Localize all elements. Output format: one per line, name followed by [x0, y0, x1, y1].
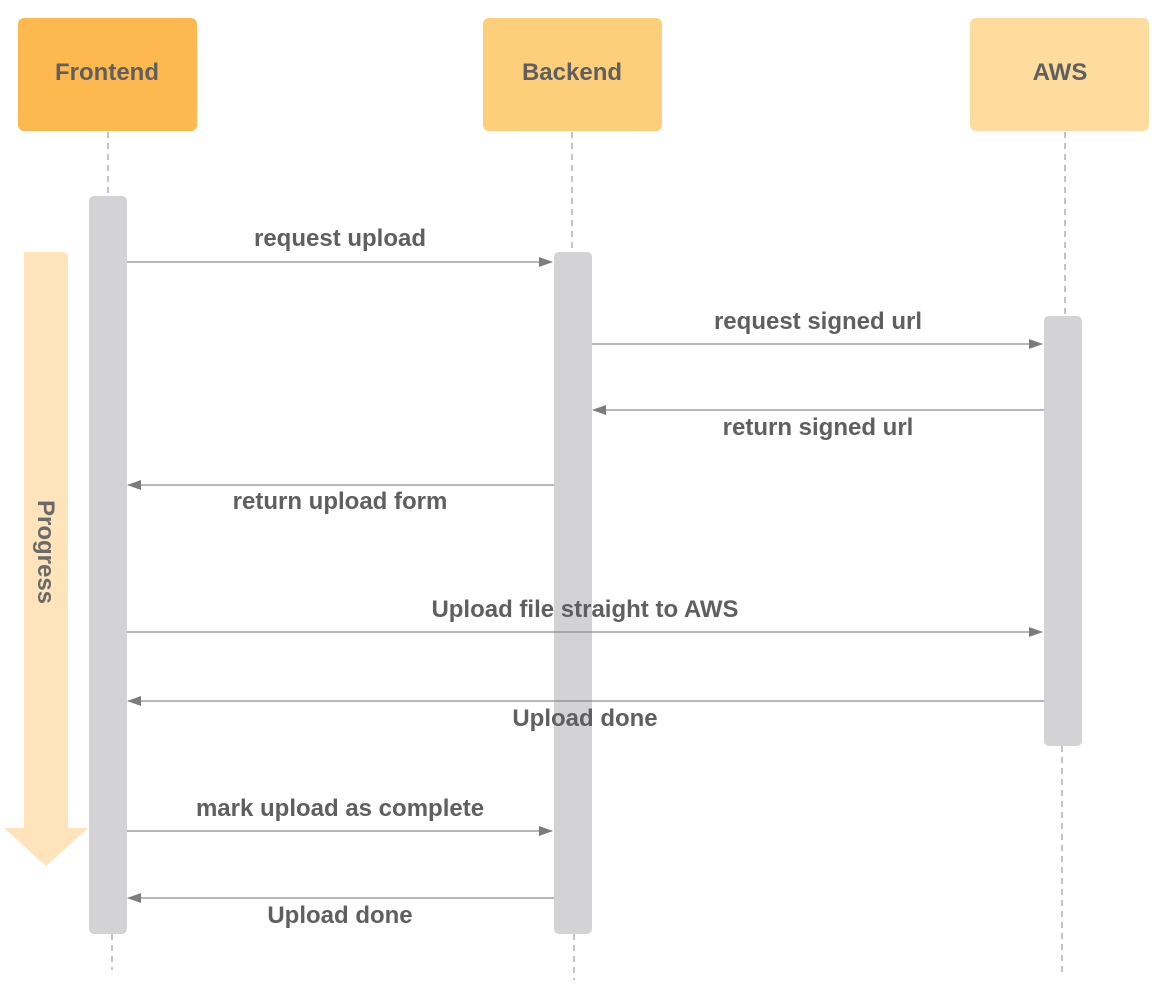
- message-request-signed-url: request signed url: [592, 308, 1043, 349]
- activation-aws: [1044, 316, 1082, 746]
- message-request-upload: request upload: [127, 225, 553, 267]
- message-mark-upload-complete: mark upload as complete: [127, 795, 553, 836]
- actor-aws: AWS: [970, 18, 1149, 131]
- message-label: return signed url: [723, 414, 914, 441]
- message-upload-file-to-aws: Upload file straight to AWS: [127, 596, 1043, 637]
- actor-backend: Backend: [483, 18, 662, 131]
- message-label: mark upload as complete: [196, 795, 484, 822]
- actor-backend-label: Backend: [522, 59, 622, 86]
- actor-frontend-label: Frontend: [55, 59, 159, 86]
- activation-frontend: [89, 196, 127, 934]
- message-return-signed-url: return signed url: [592, 405, 1044, 441]
- message-upload-done-backend: Upload done: [127, 893, 554, 929]
- message-return-upload-form: return upload form: [127, 480, 554, 515]
- message-label: request signed url: [714, 308, 922, 335]
- progress-label: Progress: [32, 500, 59, 604]
- message-label: Upload done: [267, 902, 412, 929]
- message-label: Upload file straight to AWS: [431, 596, 738, 623]
- message-label: request upload: [254, 225, 426, 252]
- actor-aws-label: AWS: [1033, 59, 1088, 86]
- progress-arrow: Progress: [4, 252, 88, 866]
- activation-backend: [554, 252, 592, 934]
- message-label: return upload form: [233, 488, 448, 515]
- actor-frontend: Frontend: [18, 18, 197, 131]
- message-upload-done-aws: Upload done: [127, 696, 1044, 732]
- message-label: Upload done: [512, 705, 657, 732]
